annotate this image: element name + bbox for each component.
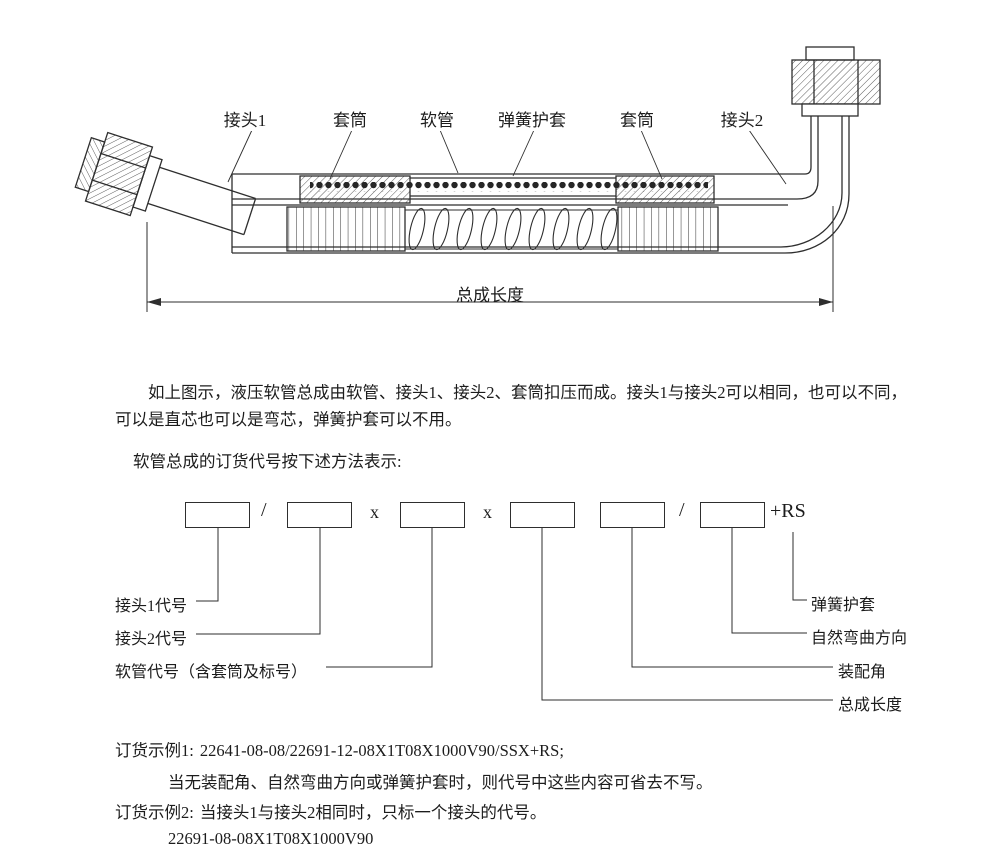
example2-code: 22691-08-08X1T08X1000V90	[168, 829, 374, 848]
code-diagram-lines	[196, 528, 833, 701]
ferrule-right	[617, 206, 719, 252]
separator-slash-2: /	[679, 499, 685, 521]
spring-guard-coils	[405, 207, 618, 251]
label-sleeve-right: 套筒	[618, 106, 656, 131]
leader-lines	[227, 129, 787, 185]
example2-line: 订货示例2: 当接头1与接头2相同时，只标一个接头的代号。	[115, 799, 546, 823]
suffix-rs: +RS	[770, 500, 806, 522]
code-box-connector2	[287, 502, 352, 528]
spring-wire-row	[310, 182, 708, 192]
description-line2: 可以是直芯也可以是弯芯，弹簧护套可以不用。	[115, 410, 462, 429]
ordering-intro: 软管总成的订货代号按下述方法表示:	[133, 452, 402, 471]
example1-code: 22641-08-08/22691-12-08X1T08X1000V90/SSX…	[199, 741, 564, 760]
example1-line: 订货示例1: 22641-08-08/22691-12-08X1T08X1000V…	[115, 737, 564, 761]
label-hose-code: 软管代号（含套筒及标号）	[115, 664, 308, 681]
code-box-assembly-length	[510, 502, 575, 528]
label-assembly-length-dim: 总成长度	[456, 286, 524, 305]
connector2-fitting	[791, 46, 881, 117]
description-line1: 如上图示，液压软管总成由软管、接头1、接头2、套筒扣压而成。接头1与接头2可以相…	[148, 383, 907, 402]
description-paragraph: 如上图示，液压软管总成由软管、接头1、接头2、套筒扣压而成。接头1与接头2可以相…	[115, 379, 907, 433]
label-hose: 软管	[418, 106, 456, 131]
label-connector1-code: 接头1代号	[115, 598, 188, 615]
dimension-assembly-length	[146, 206, 834, 312]
example2-text: 当接头1与接头2相同时，只标一个接头的代号。	[199, 803, 547, 822]
example2-label: 订货示例2:	[115, 803, 194, 822]
separator-slash-1: /	[261, 499, 267, 521]
hose-body	[231, 112, 850, 254]
code-box-hose	[400, 502, 465, 528]
label-assembly-length-code: 总成长度	[838, 697, 903, 714]
code-box-bend-direction	[700, 502, 765, 528]
code-box-assembly-angle	[600, 502, 665, 528]
separator-x-2: x	[483, 502, 492, 522]
label-spring-guard-code: 弹簧护套	[811, 597, 876, 614]
ferrule-left	[286, 206, 406, 252]
label-spring-guard: 弹簧护套	[496, 106, 568, 131]
example1-label: 订货示例1:	[115, 741, 194, 760]
label-connector1: 接头1	[221, 106, 269, 131]
label-sleeve-left: 套筒	[331, 106, 369, 131]
label-bend-direction-code: 自然弯曲方向	[811, 630, 908, 647]
separator-x-1: x	[370, 502, 379, 522]
label-connector2-code: 接头2代号	[115, 631, 188, 648]
connector1-fitting	[74, 131, 257, 236]
example1-note: 当无装配角、自然弯曲方向或弹簧护套时，则代号中这些内容可省去不写。	[168, 773, 713, 792]
hose-assembly-drawing	[74, 46, 881, 312]
label-assembly-angle-code: 装配角	[838, 664, 887, 681]
code-box-connector1	[185, 502, 250, 528]
label-connector2: 接头2	[718, 106, 766, 131]
